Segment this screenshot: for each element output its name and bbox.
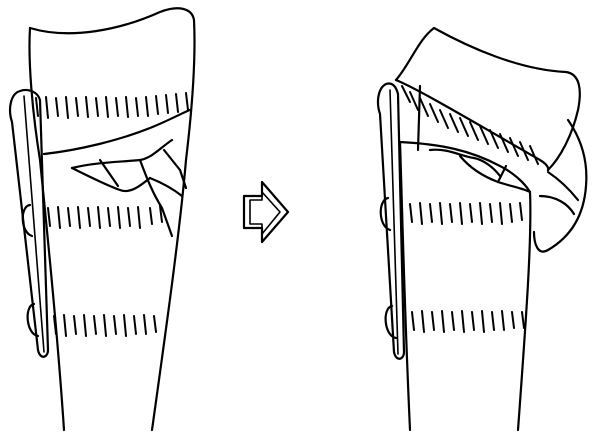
fixation-plate-right: [378, 83, 404, 358]
tibia-outline-left: [29, 8, 194, 430]
screw-row-right-3: [412, 311, 524, 332]
elevated-fragment-right: [396, 28, 580, 170]
screw-row-left-2: [48, 206, 162, 228]
panel-after: [378, 28, 586, 430]
screw-row-left-3: [54, 315, 156, 336]
screw-row-right-2: [410, 203, 522, 224]
fixation-plate-left: [10, 90, 48, 357]
right-arrow-icon: [244, 182, 288, 242]
panel-before: [10, 8, 194, 430]
lateral-fragment-right: [534, 120, 586, 252]
fracture-fragments-left: [44, 110, 190, 236]
screw-row-left-1: [36, 93, 188, 118]
